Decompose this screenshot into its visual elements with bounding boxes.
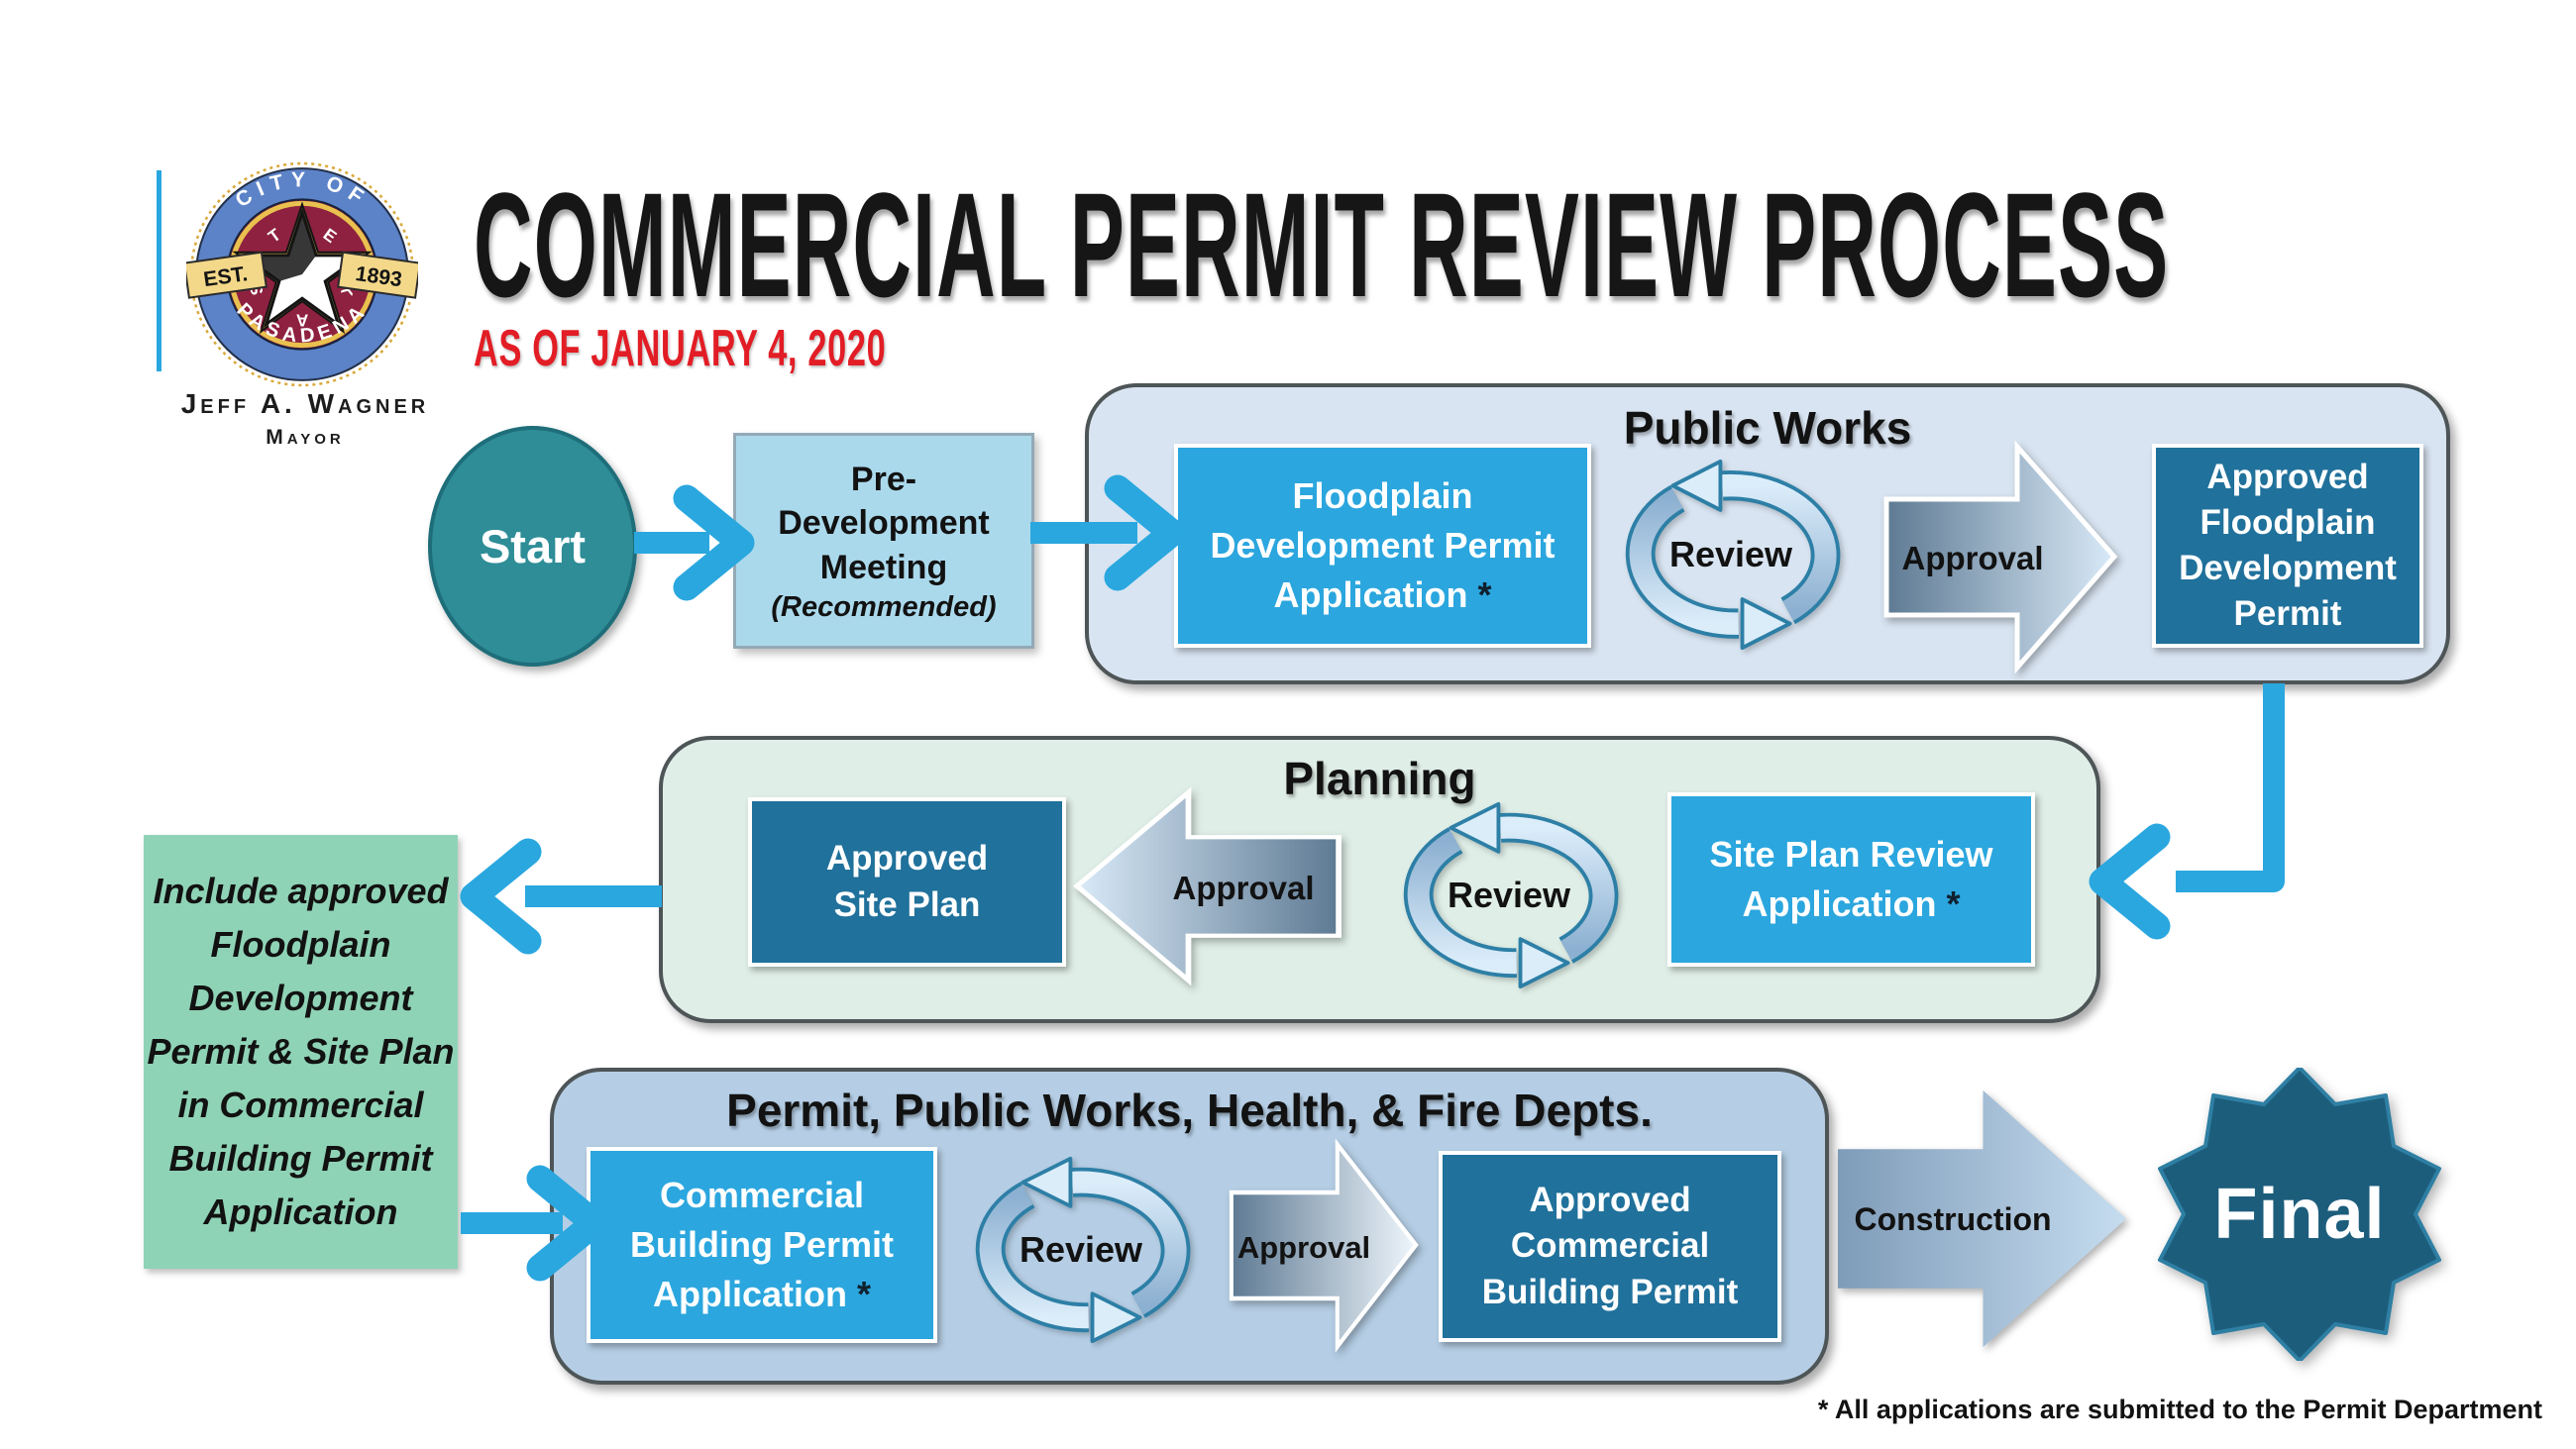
svg-text:A: A [296, 310, 308, 330]
construction-arrow: Construction [1836, 1083, 2130, 1355]
permits-approval-arrow: Approval [1227, 1139, 1421, 1352]
commercial-building-label: Commercial Building Permit Application [629, 1175, 894, 1314]
accent-bar [157, 170, 161, 371]
commercial-asterisk: * [856, 1273, 871, 1314]
permits-review-cycle: Review [957, 1155, 1205, 1345]
review-cycle-icon [975, 1156, 1191, 1344]
floodplain-application-box: Floodplain Development Permit Applicatio… [1174, 444, 1591, 648]
seal-year-banner: 1893 [337, 251, 418, 299]
mayor-title: Mayor [266, 426, 345, 449]
site-plan-review-label: Site Plan Review Application [1709, 834, 1993, 924]
approved-site-plan-label: Approved Site Plan [825, 839, 989, 924]
approved-commercial-label: Approved Commercial Building Permit [1481, 1181, 1739, 1311]
commercial-building-application-box: Commercial Building Permit Application * [587, 1147, 937, 1343]
mayor-block: Jeff A. Wagner Mayor [139, 388, 472, 450]
approval-arrow-icon [1073, 787, 1342, 985]
approval-arrow-icon [1229, 1139, 1419, 1352]
public-works-review-cycle: Review [1607, 458, 1855, 652]
predevelopment-meeting-label: Pre- Development Meeting [778, 461, 990, 586]
start-label: Start [479, 520, 587, 572]
permits-review-label: Review [1019, 1229, 1143, 1270]
approved-floodplain-box: Approved Floodplain Development Permit [2152, 444, 2423, 648]
seal-est-banner: EST. [186, 251, 268, 299]
page-subtitle: AS OF JANUARY 4, 2020 [474, 320, 887, 377]
public-works-title: Public Works [1623, 402, 1912, 454]
approved-commercial-box: Approved Commercial Building Permit [1439, 1151, 1781, 1342]
approved-site-plan-box: Approved Site Plan [748, 797, 1066, 967]
final-badge: Final [2148, 1068, 2451, 1361]
start-node: Start [428, 426, 637, 667]
connector-publicworks-to-planning [2089, 683, 2285, 940]
planning-review-cycle: Review [1385, 800, 1633, 990]
review-cycle-icon [1403, 801, 1619, 989]
site-plan-review-application-box: Site Plan Review Application * [1667, 792, 2035, 967]
planning-review-label: Review [1447, 875, 1571, 915]
floodplain-application-label: Floodplain Development Permit Applicatio… [1210, 475, 1556, 615]
permits-approval-label: Approval [1236, 1230, 1371, 1265]
connector-start-to-predev [634, 484, 755, 601]
construction-label: Construction [1854, 1201, 2052, 1237]
approved-floodplain-label: Approved Floodplain Development Permit [2179, 457, 2397, 634]
predevelopment-recommended-note: (Recommended) [771, 590, 997, 623]
planning-title: Planning [1283, 753, 1476, 804]
city-seal: T E X A S CITY OF PASADENA EST. 1893 [186, 161, 418, 387]
approval-arrow-icon [1883, 441, 2118, 673]
public-works-approval-label: Approval [1901, 540, 2044, 576]
public-works-review-label: Review [1668, 534, 1793, 574]
include-note-box: Include approved Floodplain Development … [144, 835, 458, 1269]
include-note-text: Include approved Floodplain Development … [147, 871, 455, 1232]
planning-approval-label: Approval [1172, 870, 1315, 906]
mayor-name: Jeff A. Wagner [180, 388, 430, 419]
predevelopment-meeting-box: Pre- Development Meeting (Recommended) [733, 433, 1034, 649]
public-works-approval-arrow: Approval [1880, 441, 2120, 673]
floodplain-asterisk: * [1477, 573, 1492, 615]
page-title: COMMERCIAL PERMIT REVIEW PROCESS [474, 161, 2170, 328]
site-plan-asterisk: * [1946, 883, 1961, 924]
review-cycle-icon [1625, 459, 1841, 651]
planning-approval-arrow: Approval [1070, 787, 1345, 985]
permits-title: Permit, Public Works, Health, & Fire Dep… [726, 1085, 1653, 1136]
construction-arrow-icon [1837, 1089, 2127, 1348]
final-badge-star [2158, 1068, 2441, 1361]
footnote: * All applications are submitted to the … [1817, 1395, 2542, 1424]
connector-planning-to-note [460, 838, 662, 955]
final-label: Final [2213, 1175, 2386, 1254]
